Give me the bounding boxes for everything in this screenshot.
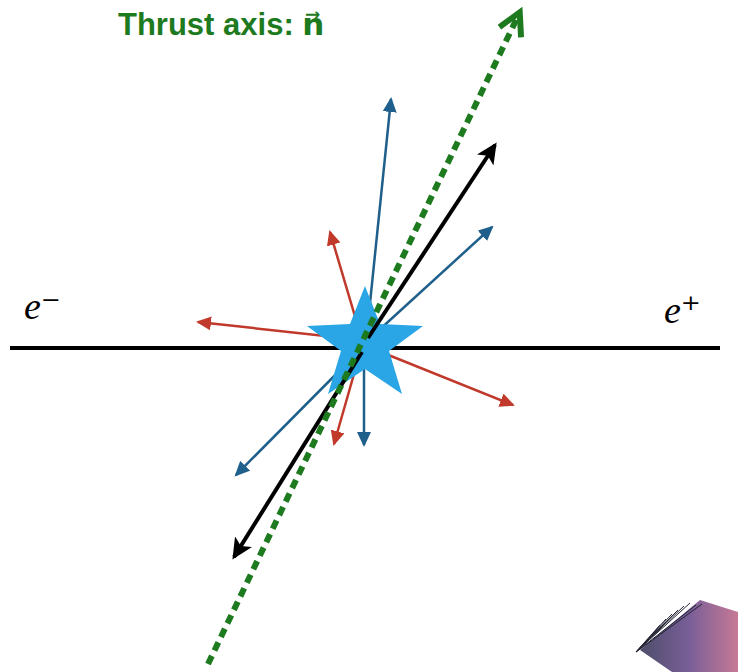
beam-label: e⁻ (24, 286, 61, 328)
blue-tracks (236, 99, 492, 475)
beam-label: e⁺ (664, 290, 701, 332)
jet-arrows (234, 145, 495, 557)
thrust-axis (208, 16, 518, 664)
axis-label: Thrust axis: n⃗ (118, 8, 324, 42)
event-display-thumbnail (636, 600, 738, 672)
red-tracks (198, 232, 513, 444)
